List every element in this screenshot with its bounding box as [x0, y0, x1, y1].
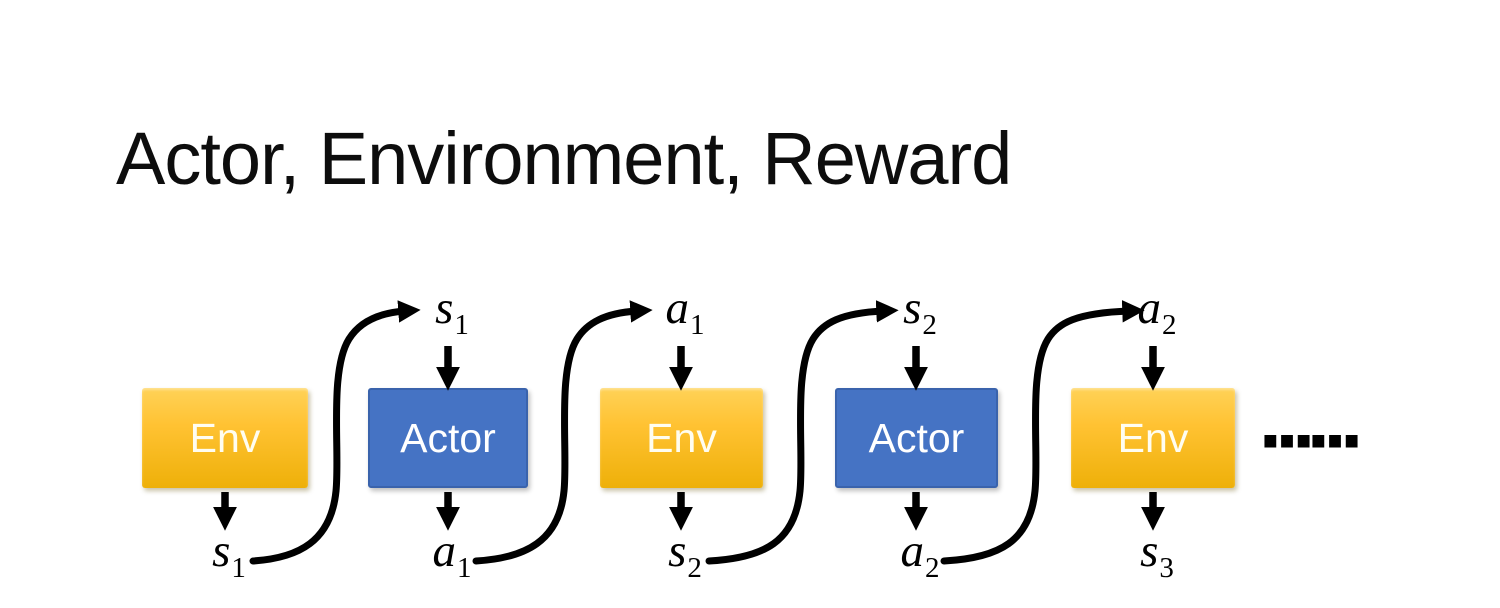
env-box-1: Env — [142, 388, 308, 488]
action-label-a2-bottom: a2 — [900, 525, 940, 584]
env-box-3: Env — [1071, 388, 1235, 488]
actor-box-2-label: Actor — [868, 414, 965, 461]
state-label-s2-bottom: s2 — [668, 525, 702, 584]
actor-box-1-label: Actor — [400, 414, 496, 461]
env-box-2-label: Env — [646, 414, 717, 461]
action-label-a1-top: a1 — [665, 282, 705, 341]
ellipsis-dots: …… — [1261, 399, 1362, 460]
state-label-s3-bottom: s3 — [1140, 525, 1174, 584]
env-box-2: Env — [600, 388, 763, 488]
env-box-1-label: Env — [189, 414, 261, 461]
slide-title: Actor, Environment, Reward — [116, 117, 1012, 200]
action-label-a2-top: a2 — [1137, 282, 1177, 341]
state-label-s2-top: s2 — [903, 282, 937, 341]
state-label-s1-top: s1 — [435, 282, 469, 341]
state-label-s1-bottom: s1 — [212, 525, 246, 584]
action-label-a1-bottom: a1 — [432, 525, 472, 584]
actor-box-1: Actor — [368, 388, 528, 488]
actor-box-2: Actor — [835, 388, 998, 488]
env-box-3-label: Env — [1117, 414, 1189, 461]
